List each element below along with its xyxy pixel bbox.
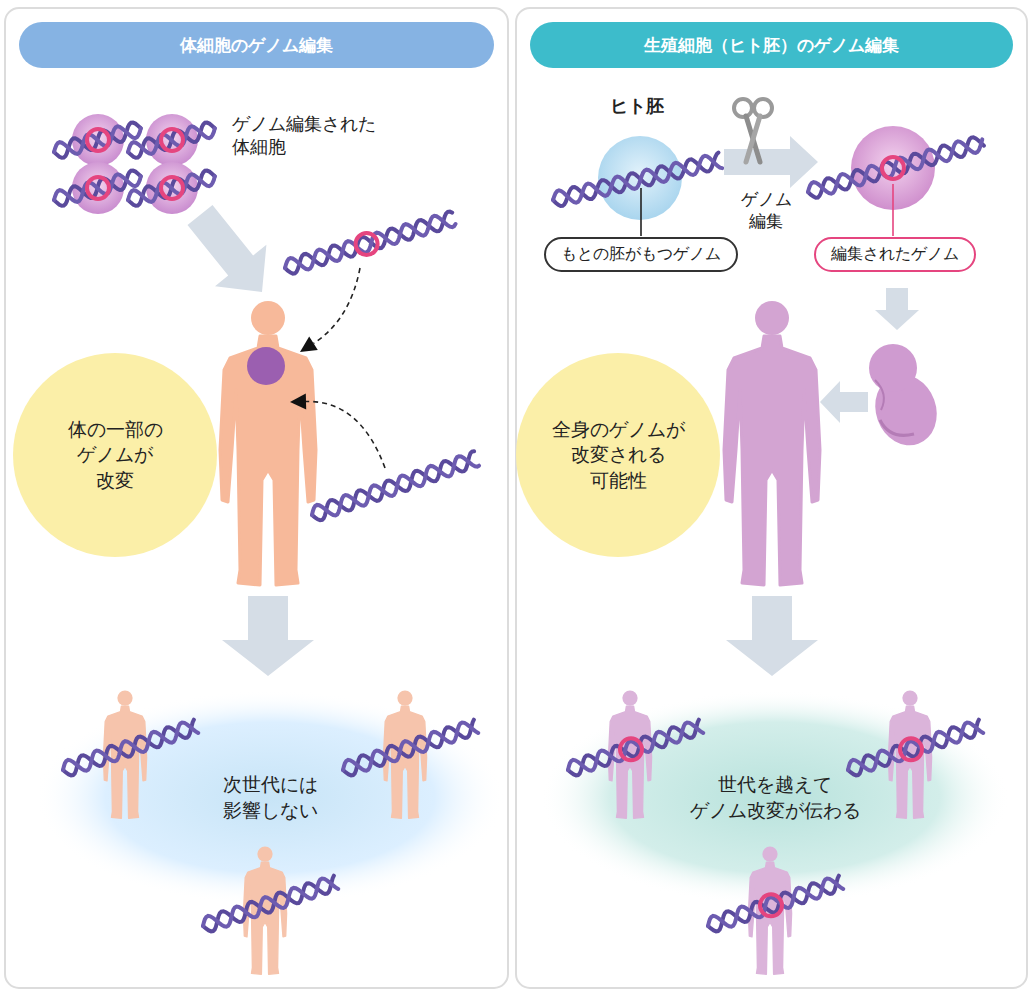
edited-site-ring	[760, 894, 782, 916]
edited-site-ring	[87, 129, 109, 151]
dna-strand	[708, 879, 843, 927]
shape-outline	[35, 690, 505, 905]
human-head	[762, 846, 777, 861]
panel-heading: 生殖細胞（ヒト胚）のゲノム編集	[530, 22, 1013, 68]
edited-site-ring	[620, 738, 642, 760]
dna-strand	[848, 720, 979, 776]
human-figure	[724, 301, 820, 585]
dna-strand	[568, 720, 699, 776]
effect-circle: 全身のゲノムが 改変される 可能性	[516, 353, 720, 557]
dna-strand	[63, 720, 194, 776]
genome-callout: もとの胚がもつゲノム	[544, 237, 738, 272]
edited-tissue	[247, 347, 285, 385]
flow-arrow	[724, 136, 818, 188]
human-head	[755, 301, 789, 335]
edited-site-ring	[882, 157, 904, 179]
outcome-ellipse: 世代を越えて ゲノム改変が伝わる	[540, 690, 1010, 905]
callout-text: もとの胚がもつゲノム	[561, 244, 721, 265]
left-panel-ground	[5, 8, 508, 988]
dna-strand	[343, 720, 474, 776]
shape-fill	[13, 353, 217, 557]
human-body	[383, 706, 426, 818]
human-figure	[220, 301, 316, 585]
dna-strand	[128, 126, 215, 153]
flow-arrow	[222, 596, 314, 676]
human-body	[243, 862, 286, 974]
dashed-pointer	[314, 268, 361, 343]
figure-label: ゲノム編集された 体細胞	[232, 112, 376, 159]
human-head	[117, 690, 132, 705]
dna-strand	[128, 174, 215, 202]
flow-arrow	[820, 381, 868, 423]
leader-line	[892, 184, 894, 236]
right-panel-ground	[516, 8, 1027, 988]
flow-arrow	[726, 596, 818, 676]
dna-strand	[808, 137, 984, 197]
edited-site-ring	[356, 233, 378, 255]
panel-heading: 体細胞のゲノム編集	[19, 22, 494, 68]
pointer-head	[300, 337, 318, 352]
flow-arrow	[875, 288, 919, 330]
offspring-group	[568, 690, 983, 974]
human-head	[251, 301, 285, 335]
fetus-limb	[880, 420, 914, 435]
shape-text: 体の一部の ゲノムが 改変	[68, 417, 163, 494]
human-body	[103, 706, 146, 818]
scissors-handle	[754, 99, 772, 117]
shape-text: 次世代には 影響しない	[223, 772, 318, 823]
dna-strand	[203, 876, 334, 932]
human-head	[257, 846, 272, 861]
human-body	[724, 336, 820, 585]
dna-strand	[553, 153, 719, 206]
dna-strand	[312, 456, 479, 515]
human-body	[220, 336, 316, 585]
scissors-blade	[746, 116, 760, 162]
fetus	[865, 344, 946, 454]
edited-site-ring	[161, 177, 183, 199]
dna-strand	[848, 723, 983, 771]
figure-label: ゲノム 編集	[741, 188, 792, 232]
human-head	[622, 690, 637, 705]
pointer-head	[290, 394, 306, 410]
offspring-group	[63, 690, 478, 974]
panel: 生殖細胞（ヒト胚）のゲノム編集もとの胚がもつゲノム 編集されたゲノム全身のゲノムが…	[516, 8, 1027, 988]
leader-line	[640, 188, 642, 236]
scissors-blade	[746, 116, 760, 162]
shape-outline	[540, 690, 1010, 905]
dashed-pointer	[306, 401, 385, 468]
edited-site-ring	[161, 129, 183, 151]
scissors-handle	[734, 99, 752, 117]
human-head	[902, 690, 917, 705]
callout-text: 編集されたゲノム	[831, 244, 959, 265]
fetus-head	[869, 344, 917, 392]
figure-label: ヒト胚	[610, 94, 664, 117]
outcome-ellipse: 次世代には 影響しない	[35, 690, 505, 905]
fetus-limb	[875, 380, 884, 410]
dna-strand	[128, 123, 215, 158]
human-head	[397, 690, 412, 705]
human-body	[608, 706, 651, 818]
shape-fill	[516, 353, 720, 557]
dna-strand	[568, 723, 703, 771]
dna-strand	[312, 451, 474, 520]
dna-strand	[708, 876, 839, 932]
effect-circle: 体の一部の ゲノムが 改変	[13, 353, 217, 557]
edited-site-ring	[87, 177, 109, 199]
human-body	[888, 706, 931, 818]
dna-strand	[285, 212, 452, 274]
genome-callout: 編集されたゲノム	[814, 237, 976, 272]
human-body	[748, 862, 791, 974]
dna-strand	[128, 171, 215, 206]
flow-arrow	[188, 205, 267, 292]
edited-site-ring	[900, 738, 922, 760]
shape-text: 世代を越えて ゲノム改変が伝わる	[690, 772, 861, 823]
dna-strand	[808, 139, 982, 193]
dna-strand	[63, 723, 198, 771]
dna-strand	[553, 156, 722, 203]
dna-strand	[285, 216, 456, 270]
shape-text: 全身のゲノムが 改変される 可能性	[552, 417, 685, 494]
dna-strand	[203, 879, 338, 927]
dna-strand	[343, 723, 478, 771]
